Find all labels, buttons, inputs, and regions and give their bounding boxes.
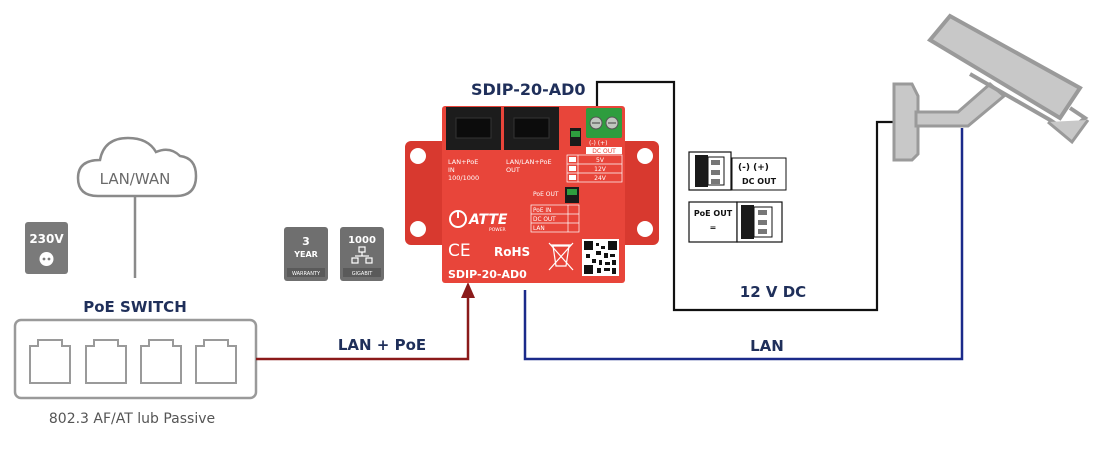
rohs-mark: RoHS (494, 245, 530, 259)
lan-poe-label: LAN + PoE (338, 336, 426, 354)
switch-port-icon (29, 339, 71, 384)
port-in-sub1: IN (448, 166, 455, 174)
warranty-number: 3 (302, 235, 310, 248)
switch-port-icon (195, 339, 237, 384)
power-badge-label: 230V (29, 232, 64, 246)
lan-wire (523, 128, 964, 361)
network-icon (351, 246, 373, 264)
poe-jumper-label: PoE OUT (694, 209, 733, 218)
board-dc-out-label: DC OUT (592, 148, 616, 155)
switch-port-icon (140, 339, 182, 384)
arrow-up-icon (461, 282, 475, 298)
board-poe-out-label: PoE OUT (533, 191, 559, 198)
gigabit-caption: GIGABIT (352, 271, 374, 277)
voltage-option: 24V (594, 175, 607, 182)
poe-jumper-sub: = (710, 223, 717, 232)
jumper-row: DC OUT (533, 217, 556, 223)
gigabit-badge: 1000 GIGABIT (340, 227, 384, 281)
dc-jumper-label: DC OUT (742, 177, 777, 186)
brand-sub: POWER (489, 227, 506, 233)
poe-out-jumper-callout: PoE OUT = (688, 201, 783, 243)
warranty-badge: 3 YEAR WARRANTY (284, 227, 328, 281)
port-in-label: LAN+PoE (448, 158, 478, 166)
voltage-option: 12V (594, 166, 607, 173)
jumper-table (530, 204, 580, 233)
gigabit-number: 1000 (348, 235, 376, 246)
brand-name: ATTE (468, 212, 508, 228)
ce-mark: CE (448, 241, 471, 261)
mounting-tab-right (614, 141, 659, 245)
terminal-block (586, 108, 622, 138)
lan-label: LAN (750, 337, 784, 355)
voltage-option: 5V (596, 157, 605, 164)
cloud-label: LAN/WAN (100, 170, 171, 188)
terminal-polarity: (-) (+) (589, 140, 607, 147)
power-outlet-icon: 230V (25, 222, 68, 274)
model-print: SDIP-20-AD0 (448, 268, 527, 281)
switch-subtitle: 802.3 AF/AT lub Passive (49, 411, 215, 427)
warranty-unit: YEAR (293, 250, 318, 259)
warranty-caption: WARRANTY (292, 271, 321, 277)
cloud-icon: LAN/WAN (76, 136, 198, 198)
voltage-table (566, 154, 623, 183)
dc-label: 12 V DC (740, 283, 806, 301)
lan-poe-wire (256, 298, 470, 361)
port-out-sub: OUT (506, 166, 520, 174)
device-title: SDIP-20-AD0 (471, 80, 586, 99)
ip-camera-icon (892, 13, 1090, 162)
switch-port-icon (85, 339, 127, 384)
mounting-tab-left (405, 141, 450, 245)
jumper-row: PoE IN (533, 208, 551, 214)
port-in-sub2: 100/1000 (448, 174, 479, 182)
qr-code (582, 239, 619, 276)
dc-out-jumper-callout: (-) (+) DC OUT (688, 151, 787, 191)
switch-title: PoE SWITCH (83, 298, 187, 316)
poe-switch-icon (13, 318, 258, 400)
jumper-row: LAN (533, 226, 545, 232)
dc-wire (595, 80, 903, 312)
dc-jumper-polarity: (-) (+) (738, 163, 769, 173)
port-out-label: LAN/LAN+PoE (506, 158, 552, 166)
weee-bin-icon (548, 242, 574, 271)
sdip-module: LAN+PoE IN 100/1000 LAN/LAN+PoE OUT (-) … (405, 106, 659, 283)
